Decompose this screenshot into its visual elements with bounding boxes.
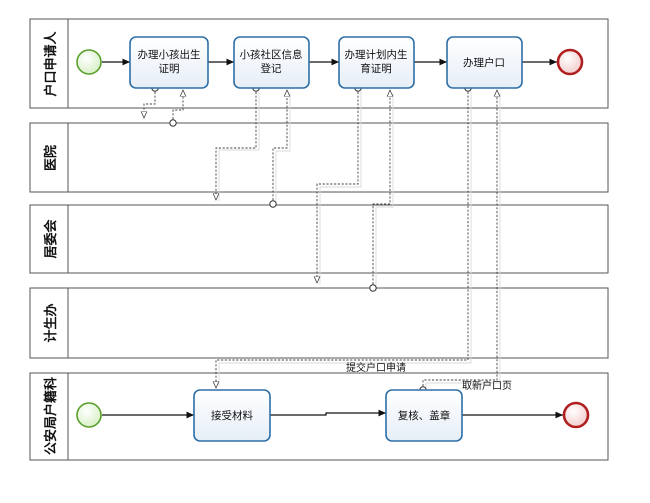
msg-birth-to-hospital — [144, 88, 156, 118]
msg-office-to-plan — [372, 90, 390, 288]
task-review-label: 复核、盖章 — [398, 409, 451, 422]
end-event-applicant — [556, 48, 584, 76]
task-receive[interactable]: 接受材料 — [193, 389, 271, 442]
label-submit-application: 提交户口申请 — [346, 361, 406, 374]
msg-community-to-committee — [216, 88, 257, 200]
msg-review-to-hukou — [422, 90, 497, 390]
lane-title-police: 公安局户籍科 — [43, 377, 59, 455]
msg-plan-to-office — [317, 88, 359, 283]
lane-title-applicant: 户口申请人 — [43, 31, 59, 97]
task-family-plan-line1: 办理计划内生 — [345, 48, 408, 61]
task-community-info[interactable]: 小孩社区信息 登记 — [233, 36, 310, 89]
task-hukou[interactable]: 办理户口 — [446, 36, 523, 89]
msg-circle-office-return — [369, 284, 377, 292]
start-event-police — [76, 402, 102, 428]
lane-title-family-planning: 计生办 — [43, 303, 59, 342]
lane-committee: 居委会 — [29, 204, 609, 274]
lane-title-committee: 居委会 — [43, 219, 59, 259]
task-community-info-line1: 小孩社区信息 — [240, 48, 303, 61]
label-get-new-page: 取新户口页 — [462, 379, 512, 392]
task-birth-cert[interactable]: 办理小孩出生 证明 — [129, 36, 209, 89]
lane-police: 公安局户籍科 — [29, 372, 609, 461]
msg-hukou-to-receive — [216, 88, 469, 388]
msg-circle-hospital-return — [169, 119, 177, 127]
task-receive-label: 接受材料 — [211, 409, 253, 422]
msg-circle-committee-return — [269, 200, 277, 208]
task-review[interactable]: 复核、盖章 — [385, 389, 463, 442]
task-family-plan-line2: 育证明 — [360, 62, 392, 75]
lane-title-hospital: 医院 — [43, 145, 59, 171]
end-event-police — [562, 401, 590, 429]
task-hukou-label: 办理户口 — [463, 56, 505, 69]
lane-family-planning: 计生办 — [29, 287, 609, 359]
lane-hospital: 医院 — [29, 122, 609, 193]
flow-receive-to-review — [270, 409, 386, 417]
task-birth-cert-line2: 证明 — [159, 63, 180, 75]
task-birth-cert-line1: 办理小孩出生 — [138, 48, 201, 61]
task-family-plan[interactable]: 办理计划内生 育证明 — [338, 36, 415, 89]
msg-committee-to-community — [272, 90, 287, 204]
task-community-info-line2: 登记 — [261, 62, 282, 75]
start-event-applicant — [76, 49, 102, 75]
